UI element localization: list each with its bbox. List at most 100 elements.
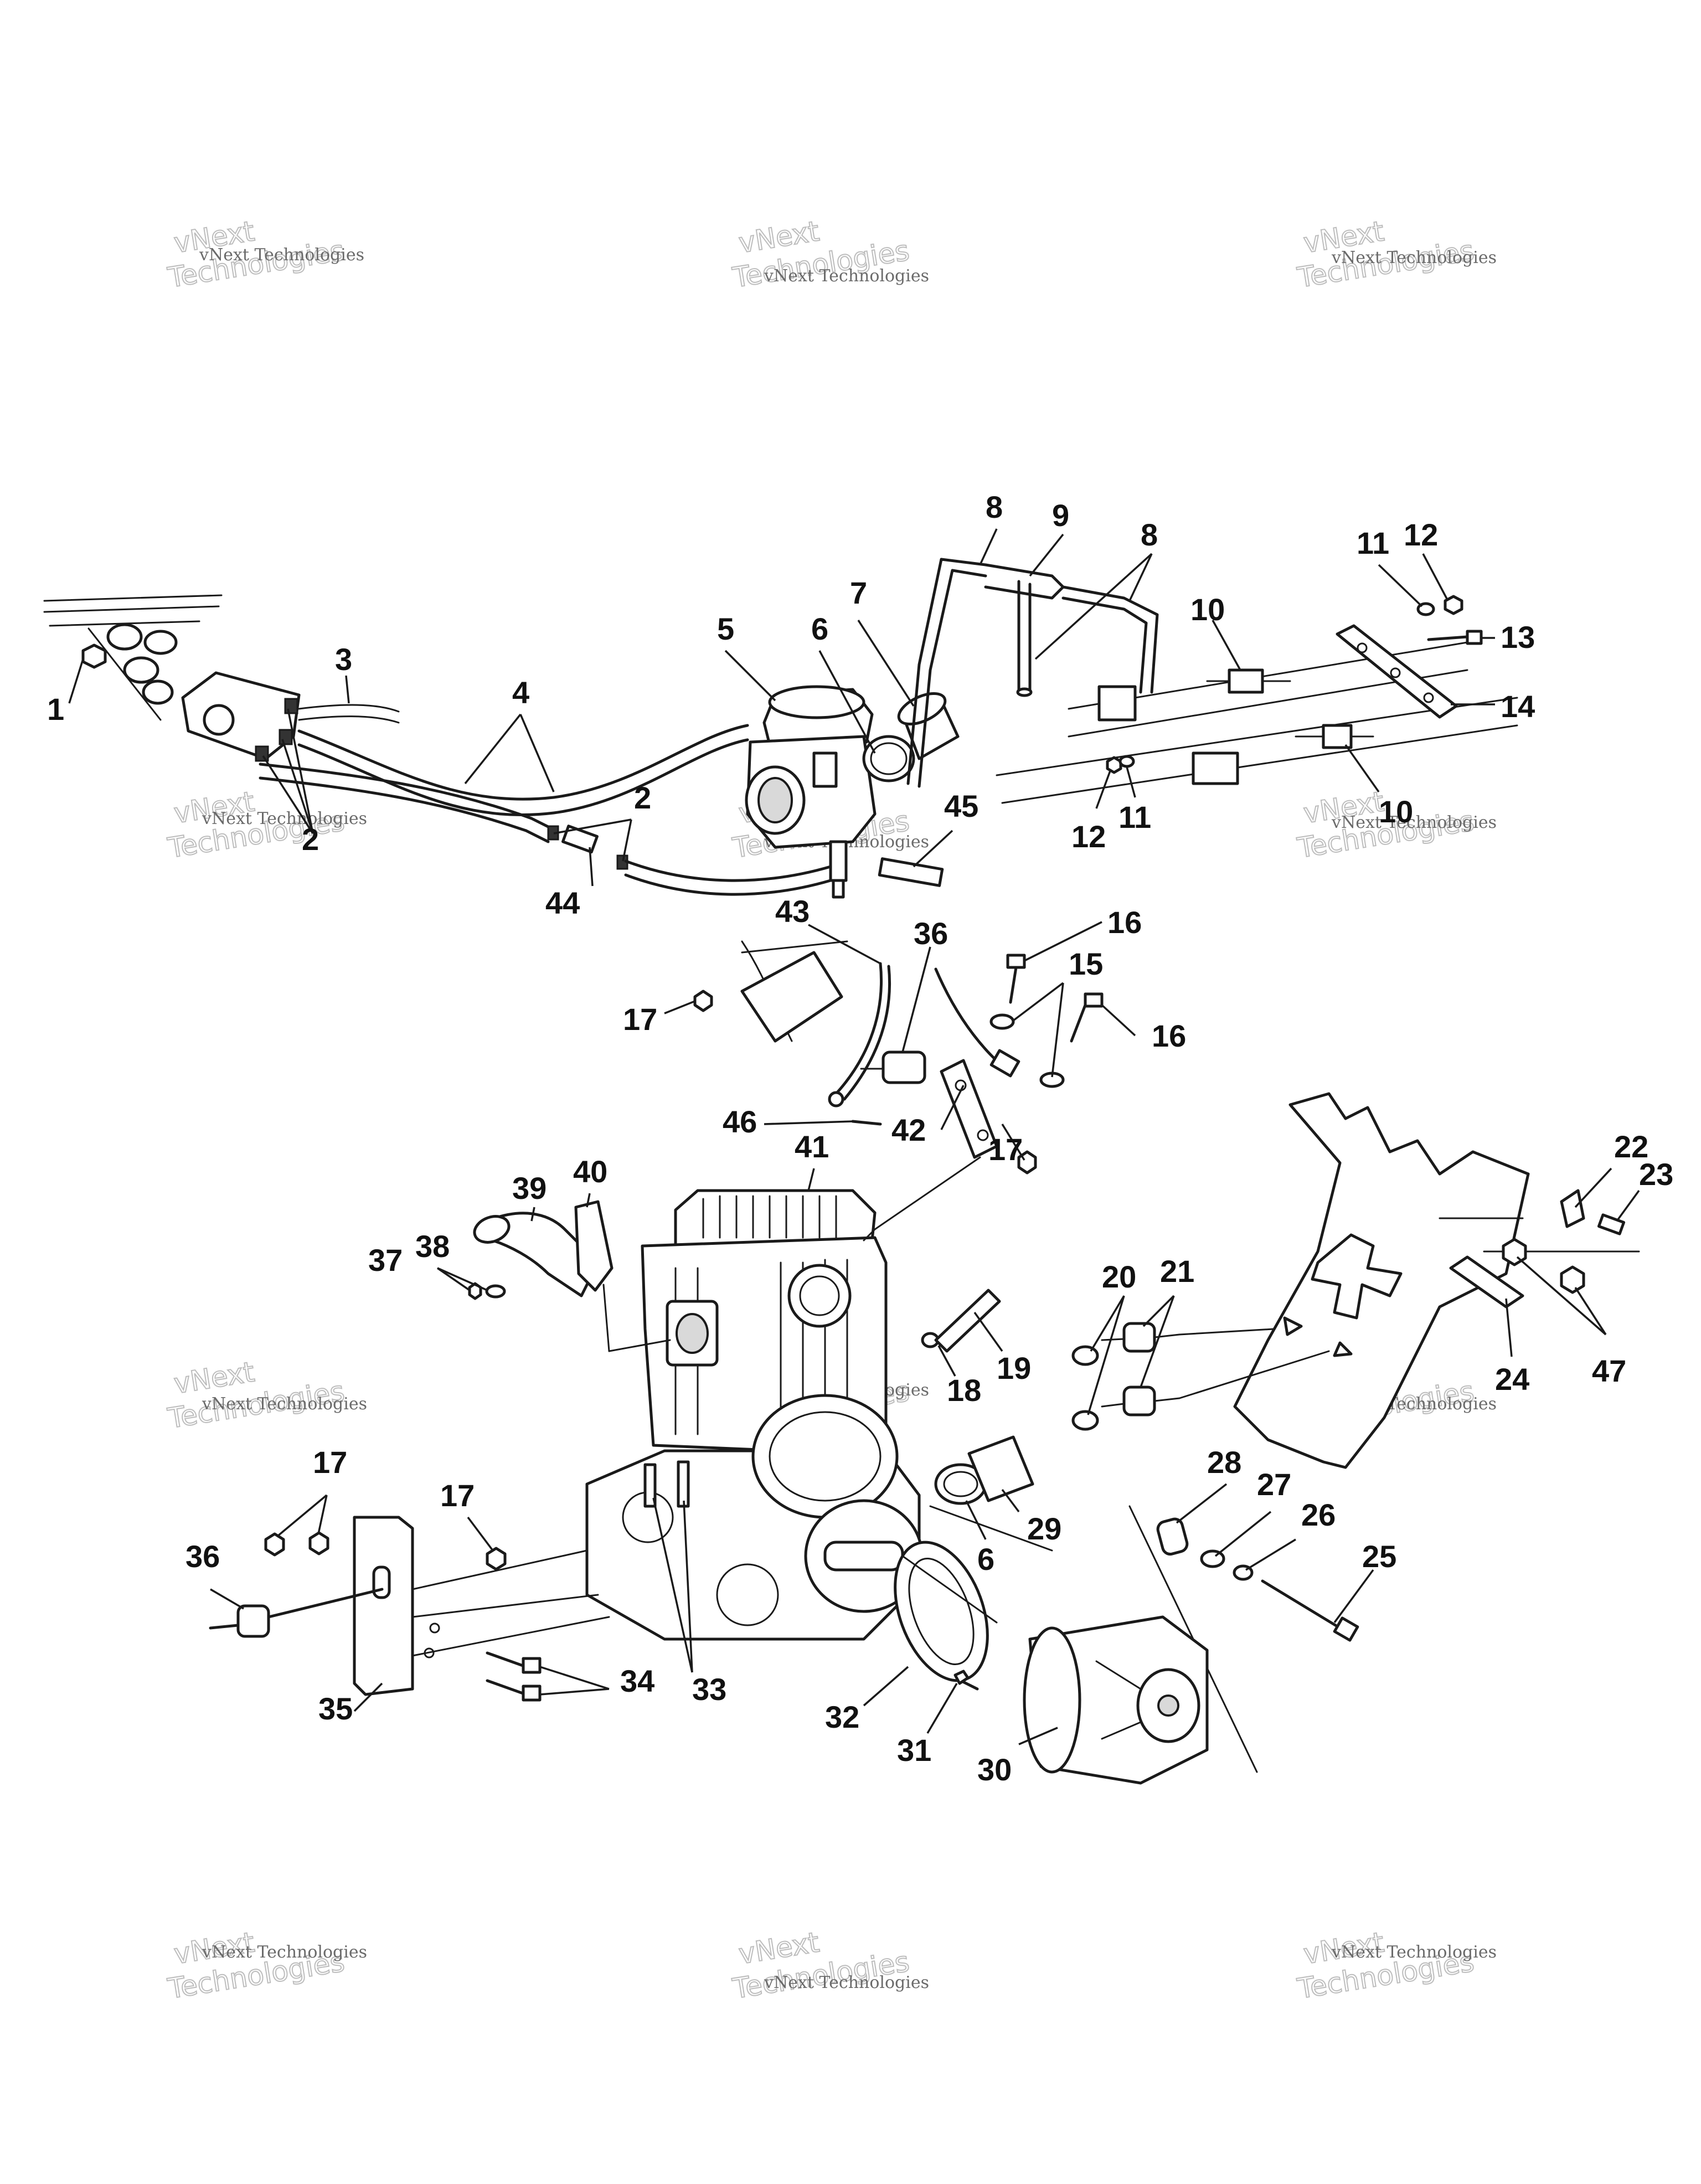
engine-assembly <box>585 1189 1034 1641</box>
bolt-head <box>522 1685 542 1702</box>
frame-clutch-assembly <box>894 1092 1640 1785</box>
drive-clutch-spoke <box>1095 1660 1142 1740</box>
fuel-line <box>297 724 749 801</box>
leader-line <box>317 1495 328 1534</box>
rubber-mount <box>236 1604 270 1638</box>
callout-label: 30 <box>977 1752 1012 1787</box>
crankshaft <box>823 1541 904 1572</box>
leader-line <box>1087 1295 1125 1415</box>
callout-label: 38 <box>415 1229 450 1264</box>
callout-label: 22 <box>1614 1129 1648 1164</box>
stud <box>209 1624 240 1630</box>
leader-line <box>937 1345 956 1377</box>
bolt <box>1427 635 1469 641</box>
bolt <box>1261 1579 1342 1630</box>
middle-bracket-assembly <box>693 940 1104 1230</box>
carburetor-part <box>812 751 838 788</box>
leader-line <box>965 1500 987 1540</box>
callout-label: 6 <box>811 611 828 646</box>
hose-clamp-icon <box>255 745 269 762</box>
hose-clamp-icon <box>279 729 293 745</box>
leader-line <box>589 847 594 887</box>
callout-label: 12 <box>1404 517 1438 552</box>
leader-line <box>1574 1287 1607 1335</box>
intake-elbow-mouth <box>473 1215 511 1244</box>
body-hole <box>123 656 159 684</box>
left-mount-assembly <box>209 1516 610 1702</box>
leader-line <box>652 1497 693 1673</box>
callout-label: 11 <box>1357 526 1389 560</box>
leader-line <box>808 924 881 965</box>
watermark-text: vNext Technologies <box>202 1943 367 1962</box>
watermark-text: vNext Technologies <box>1331 813 1497 832</box>
leader-line <box>1090 1295 1125 1352</box>
plate-hole <box>1357 642 1368 653</box>
vent-line <box>1017 580 1032 694</box>
callout-label: 21 <box>1160 1254 1194 1289</box>
leader-line <box>464 713 522 785</box>
leader-line <box>913 830 953 868</box>
reference-line <box>863 1228 876 1242</box>
strap-end <box>828 1091 844 1108</box>
callout-label: 6 <box>977 1542 994 1577</box>
callout-label: 13 <box>1501 620 1535 655</box>
callout-label: 8 <box>986 490 1003 524</box>
case-lobe <box>716 1563 779 1626</box>
bolt-head <box>1084 992 1104 1008</box>
leader-line <box>539 1688 610 1696</box>
callout-label: 36 <box>914 916 948 951</box>
leader-line <box>1505 1298 1513 1357</box>
callout-label: 17 <box>313 1445 347 1480</box>
callout-label: 25 <box>1362 1539 1396 1574</box>
bracket <box>1449 1255 1524 1309</box>
callout-label: 8 <box>1141 517 1158 552</box>
leader-line <box>1034 553 1153 660</box>
upper-mount-assembly <box>996 595 1518 804</box>
leader-line <box>467 1516 494 1552</box>
callout-label: 20 <box>1102 1259 1136 1294</box>
leader-line <box>1126 766 1136 798</box>
callout-label: 5 <box>717 611 734 646</box>
leader-line <box>818 650 876 754</box>
leader-line <box>68 658 84 704</box>
leader-line <box>1001 1488 1020 1513</box>
leader-line <box>1051 982 1064 1078</box>
nut-icon <box>308 1531 329 1555</box>
arrow-icon <box>1333 1341 1353 1357</box>
callout-label: 3 <box>335 642 352 677</box>
rubber-mount <box>1122 1322 1156 1353</box>
leader-line <box>1176 1483 1228 1524</box>
fitting <box>1597 1213 1626 1235</box>
callout-label: 7 <box>850 575 867 610</box>
washer-icon <box>1071 1345 1099 1366</box>
washer-icon <box>1200 1549 1225 1568</box>
bolt <box>486 1679 528 1696</box>
fuel-pump-port <box>203 704 235 736</box>
reference-line <box>874 1156 981 1230</box>
leader-line <box>1128 553 1153 601</box>
leader-line <box>1422 553 1449 601</box>
callout-label: 1 <box>47 692 64 727</box>
callout-label: 17 <box>440 1478 475 1513</box>
leader-line <box>262 755 314 834</box>
fitting <box>1560 1189 1585 1228</box>
fuel-filter <box>561 825 599 854</box>
callout-label: 17 <box>988 1132 1023 1167</box>
leader-line <box>1212 620 1241 671</box>
callout-label: 43 <box>775 894 810 929</box>
callout-label: 26 <box>1301 1497 1336 1532</box>
callout-label: 28 <box>1207 1445 1241 1480</box>
leader-line <box>807 1168 815 1191</box>
cylinder-port <box>787 1264 852 1328</box>
leader-line <box>1101 1004 1136 1037</box>
body-hole <box>142 679 174 705</box>
cylinder-port-inner <box>799 1275 840 1316</box>
leader-line <box>1214 1511 1272 1557</box>
leader-line <box>353 1682 383 1712</box>
leader-line <box>1140 1295 1175 1388</box>
callout-label: 42 <box>891 1112 926 1147</box>
callout-label: 27 <box>1257 1467 1291 1502</box>
leader-line <box>281 739 314 834</box>
stud <box>1101 1338 1125 1341</box>
leader-line <box>1095 770 1111 809</box>
